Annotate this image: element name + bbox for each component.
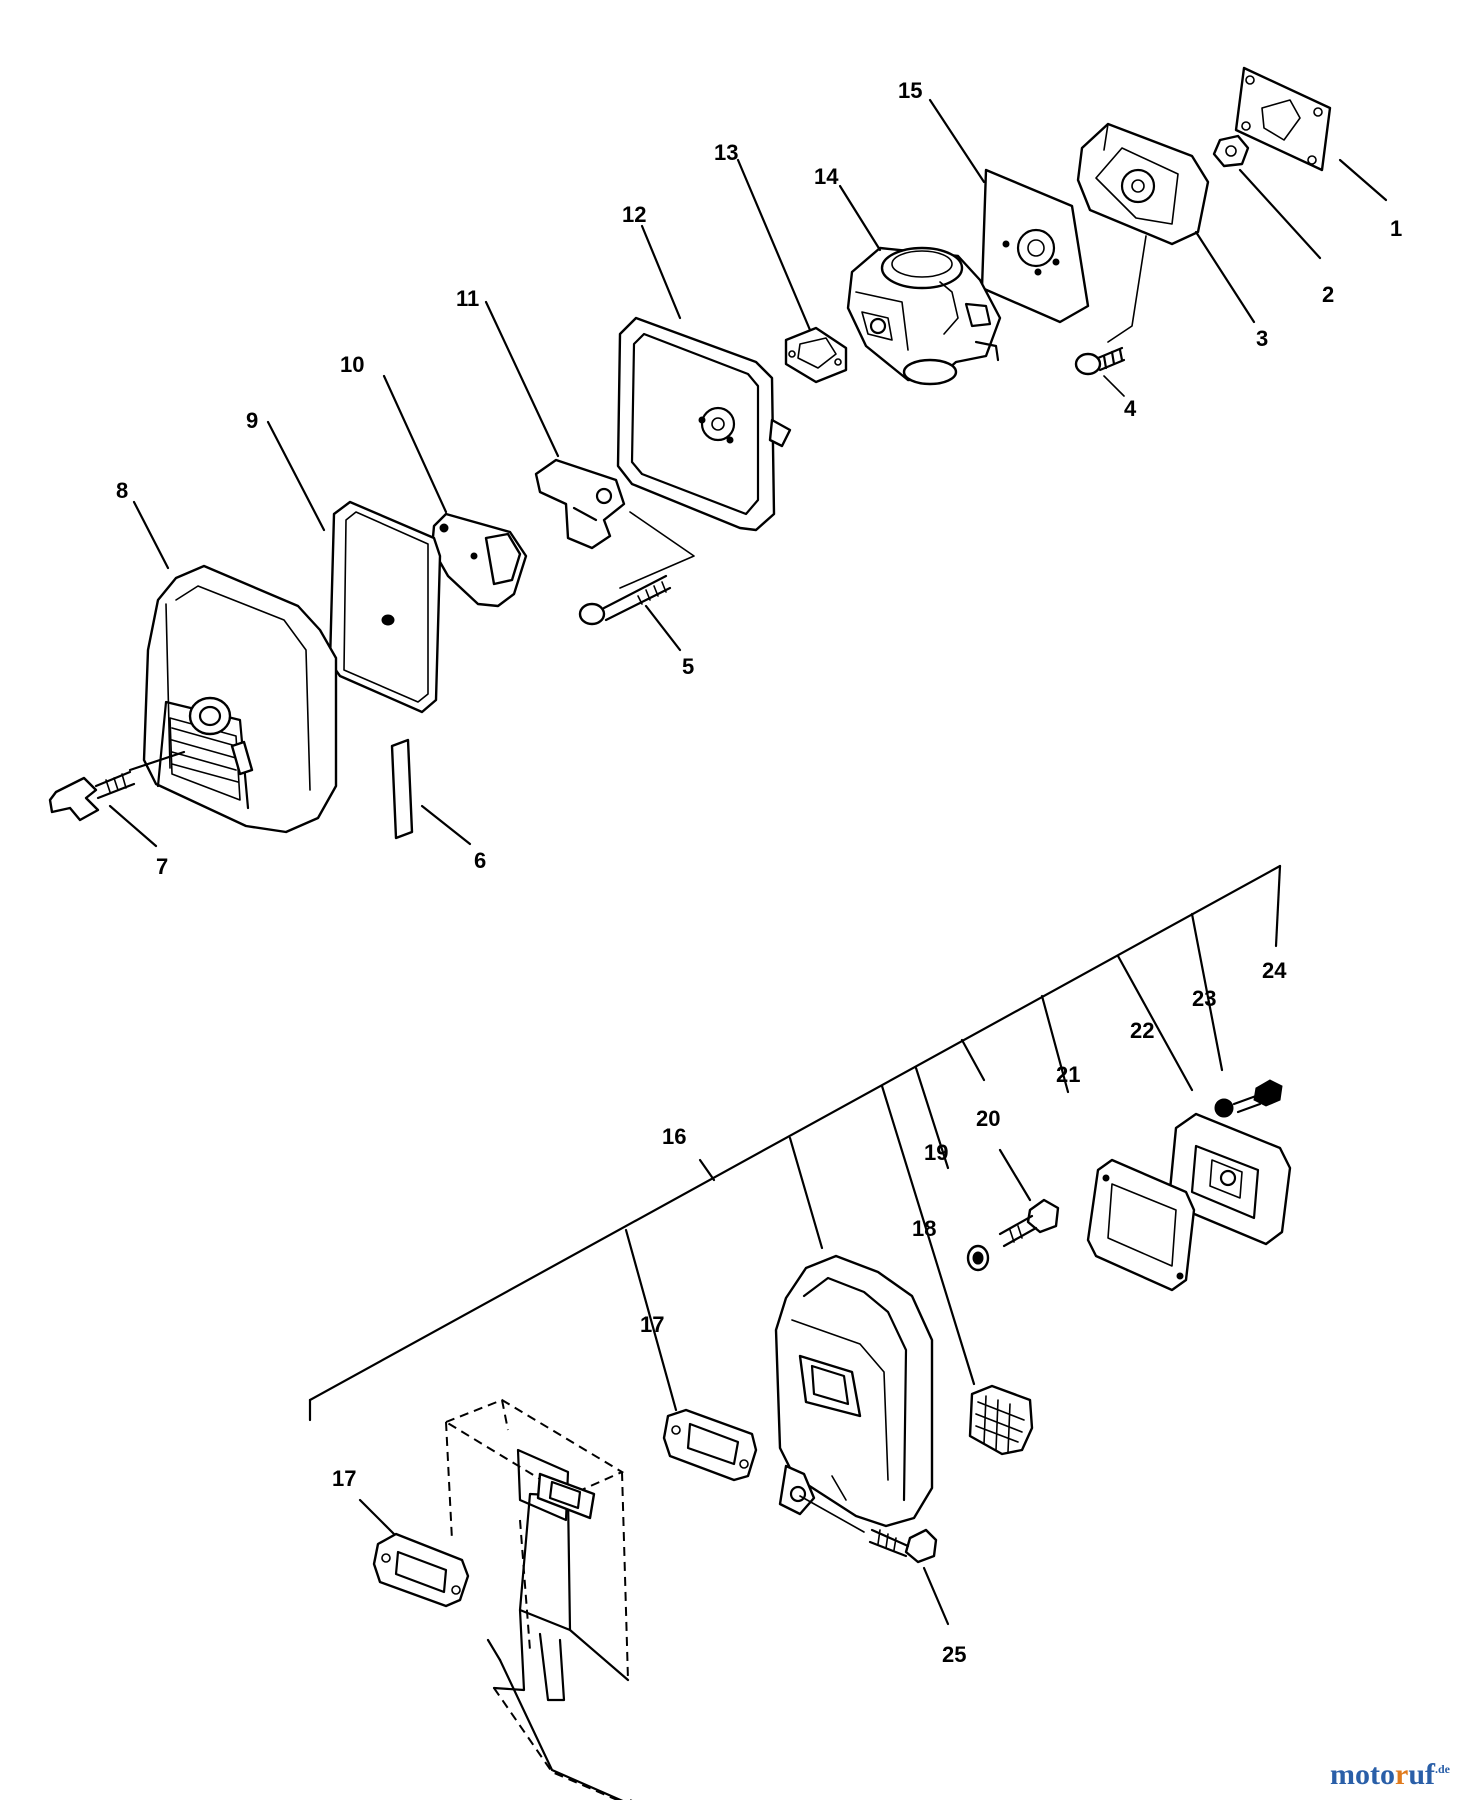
part-7-wing-bolt (48, 750, 186, 822)
watermark-part-1: moto (1330, 1758, 1395, 1791)
leader-8 (132, 500, 170, 570)
leader-22 (1116, 954, 1194, 1092)
leader-7 (108, 804, 158, 848)
leader-1 (1338, 158, 1388, 202)
leader-5-guide (619, 511, 695, 589)
leader-16-label (698, 1158, 716, 1182)
part-21-gasket (1086, 1158, 1196, 1292)
part-19-washer (966, 1244, 990, 1272)
part-18-screen (968, 1384, 1034, 1456)
leader-5 (644, 604, 682, 652)
callout-4: 4 (1124, 396, 1137, 421)
part-6-pad (390, 738, 414, 840)
leader-6 (420, 804, 472, 846)
leader-25-guide (799, 1495, 865, 1533)
leader-2 (1238, 168, 1322, 260)
leader-18 (880, 1084, 976, 1386)
heat-shield (443, 1398, 633, 1800)
part-8-cover (142, 564, 338, 834)
callout-12: 12 (622, 202, 646, 227)
callout-7: 7 (156, 854, 168, 879)
callout-1: 1 (1390, 216, 1402, 241)
callout-2: 2 (1322, 282, 1334, 307)
leader-12 (640, 224, 682, 320)
leader-19 (914, 1066, 950, 1170)
callout-14: 14 (814, 164, 839, 189)
part-20-bolt (998, 1198, 1060, 1248)
callout-labels: 1 2 3 4 5 6 7 8 9 10 11 12 13 14 15 16 1… (116, 78, 1402, 1667)
leader-16-muffler (788, 1136, 824, 1250)
callout-8: 8 (116, 478, 128, 503)
watermark-part-2: r (1394, 1758, 1409, 1791)
callout-20: 20 (976, 1106, 1000, 1131)
leader-3 (1194, 230, 1256, 324)
leader-3-screw-hole (1107, 235, 1147, 343)
callout-10: 10 (340, 352, 364, 377)
callout-19: 19 (924, 1140, 948, 1165)
part-25-bolt (868, 1528, 938, 1564)
part-4-screw (1074, 346, 1126, 376)
callout-13: 13 (714, 140, 738, 165)
part-2-nut (1212, 134, 1250, 168)
callout-18: 18 (912, 1216, 936, 1241)
callout-16: 16 (662, 1124, 686, 1149)
callout-24: 24 (1262, 958, 1287, 983)
part-15-gasket (980, 168, 1090, 324)
part-17b-gasket (372, 1532, 470, 1608)
callout-25: 25 (942, 1642, 966, 1667)
callout-3: 3 (1256, 326, 1268, 351)
leader-24 (1274, 864, 1282, 948)
part-24-bolt (1232, 1079, 1283, 1114)
part-10-clip (430, 512, 528, 608)
callout-6: 6 (474, 848, 486, 873)
leader-17a (624, 1228, 678, 1412)
callout-9: 9 (246, 408, 258, 433)
callout-15: 15 (898, 78, 922, 103)
leader-11 (484, 300, 560, 458)
part-11-bracket (534, 458, 626, 550)
leader-15 (928, 98, 986, 184)
part-13-gasket (784, 326, 848, 384)
callout-22: 22 (1130, 1018, 1154, 1043)
leader-14 (838, 184, 882, 252)
callout-17a: 17 (640, 1312, 664, 1337)
part-16-muffler (774, 1254, 934, 1528)
callout-23: 23 (1192, 986, 1216, 1011)
watermark-logo: motoruf.de (1330, 1758, 1450, 1792)
part-23-washer (1214, 1098, 1234, 1118)
callout-21: 21 (1056, 1062, 1080, 1087)
leader-20 (960, 1038, 1032, 1202)
leader-9 (266, 420, 326, 532)
leader-21 (1040, 994, 1070, 1094)
part-3-insulator (1076, 122, 1210, 246)
part-5-bolt (578, 574, 672, 626)
leader-10 (382, 374, 448, 514)
watermark-suffix: .de (1435, 1762, 1450, 1776)
part-12-filter-base (616, 316, 792, 532)
callout-17b: 17 (332, 1466, 356, 1491)
leader-13 (736, 158, 812, 332)
callout-11: 11 (456, 286, 479, 311)
leader-4 (1103, 375, 1125, 397)
part-17a-gasket (662, 1408, 758, 1482)
leader-23 (1190, 912, 1224, 1072)
part-9-filter (328, 500, 442, 714)
part-14-carburetor (846, 246, 1002, 386)
part-1-gasket (1234, 66, 1332, 172)
leader-25 (922, 1566, 950, 1626)
leader-17b-part (358, 1498, 396, 1536)
watermark-part-3: uf (1408, 1758, 1435, 1791)
callout-5: 5 (682, 654, 694, 679)
